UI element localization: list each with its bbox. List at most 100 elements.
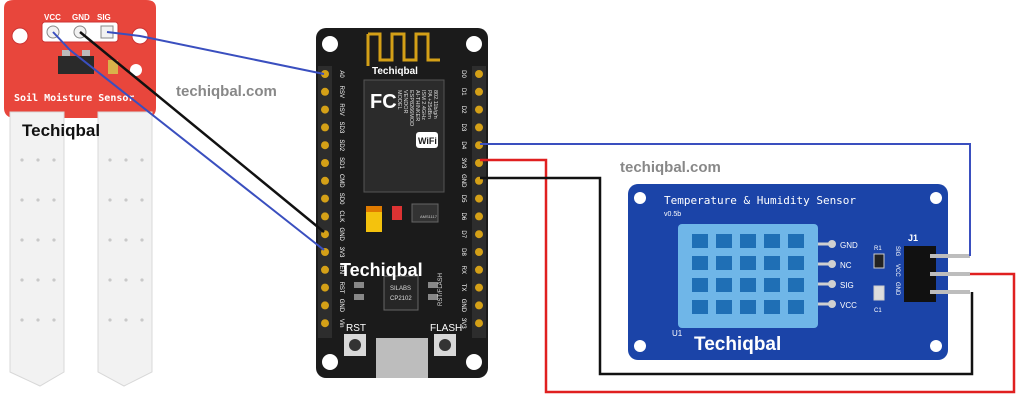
wire-soil-gnd-to-gnd (79, 31, 325, 233)
dht-module (628, 184, 970, 360)
grille-slot (716, 300, 732, 314)
dht-module-title: Temperature & Humidity Sensor (664, 194, 856, 207)
dht-version: v0.5b (664, 211, 681, 218)
dht-pin-vcc: VCC (840, 301, 857, 310)
header-pin (321, 105, 329, 114)
header-pin (475, 141, 483, 150)
pin-label-sd3: SD3 (338, 122, 344, 134)
grille-slot (692, 278, 708, 292)
header-pin (321, 123, 329, 132)
header-pin (475, 194, 483, 203)
grille-slot (740, 256, 756, 270)
grille-slot (740, 234, 756, 248)
grille-slot (788, 256, 804, 270)
wire-soil-vcc-to-3v3 (52, 31, 325, 251)
header-pin (321, 319, 329, 328)
pin-label-d5: D5 (460, 195, 466, 203)
header-pin (321, 301, 329, 310)
header-pin (321, 283, 329, 292)
soil-sensor-title: Soil Moisture Sensor (14, 92, 134, 104)
wire-d4-to-dht-sig (480, 143, 971, 256)
pin-label-gnd: GND (338, 299, 344, 313)
header-pin (475, 283, 483, 292)
chip-label-line-2: CP2102 (390, 296, 412, 302)
header-pin (321, 176, 329, 185)
pin-label-3v3: 3V3 (460, 158, 466, 169)
grille-slot (788, 278, 804, 292)
pin-label-d4: D4 (460, 141, 466, 149)
header-pin (475, 70, 483, 78)
wifi-logo-badge (416, 132, 438, 148)
pin-label-d6: D6 (460, 213, 466, 221)
soil-sensor-brand: Techiqbal (22, 121, 100, 140)
pin-label-rsv: RSV (338, 86, 344, 98)
header-pin (321, 194, 329, 203)
pin-label-en: EN (338, 266, 344, 274)
chip-label-line-1: SILABS (390, 286, 411, 292)
rst-button-label: RST (346, 323, 366, 334)
header-pin (321, 159, 329, 167)
pin-label-rsv: RSV (338, 103, 344, 115)
pin-label-tx: TX (460, 284, 466, 292)
dht-sensor-grille (692, 234, 804, 314)
grille-slot (764, 256, 780, 270)
dht-c1-label: C1 (874, 308, 882, 314)
header-pin (321, 265, 329, 274)
pin-label-d1: D1 (460, 88, 466, 96)
header-pin (475, 319, 483, 328)
pin-label-gnd: GND (460, 299, 466, 313)
pin-label-d8: D8 (460, 248, 466, 256)
pin-label-3v3: 3V3 (460, 318, 466, 329)
dht-u1-label: U1 (672, 329, 683, 338)
soil-moisture-sensor (4, 0, 156, 387)
pin-label-gnd: GND (338, 228, 344, 242)
nodemcu-brand-mid: Techiqbal (340, 260, 423, 280)
module-line: 802.11b/g/n (432, 90, 438, 119)
dht-pin-nc: NC (840, 261, 852, 270)
module-line: AI-THINKER (414, 90, 420, 121)
grille-slot (740, 300, 756, 314)
grille-slot (692, 300, 708, 314)
header-pin (475, 123, 483, 132)
wire-soil-sig-to-a0 (106, 31, 325, 75)
watermark-2: techiqbal.com (620, 159, 721, 176)
pin-label-clk: CLK (338, 211, 344, 223)
dht-header-sig: SIG (894, 246, 900, 257)
grille-slot (716, 278, 732, 292)
grille-slot (764, 234, 780, 248)
side-label: RST/FLASH (438, 273, 444, 306)
header-pin (475, 230, 483, 239)
module-line: PA +25dBm (426, 90, 432, 119)
regulator-label: AMS1117 (420, 214, 438, 219)
grille-slot (716, 256, 732, 270)
header-pin (321, 212, 329, 221)
dht-pin-sig: SIG (840, 281, 854, 290)
header-pin (475, 105, 483, 114)
pin-label-d2: D2 (460, 106, 466, 114)
pin-label-rx: RX (460, 266, 466, 274)
grille-slot (692, 256, 708, 270)
pin-label-gnd: GND (460, 174, 466, 188)
grille-slot (764, 300, 780, 314)
pin-label-cmd: CMD (338, 174, 344, 188)
soil-pin-vcc: VCC (44, 13, 61, 22)
fcc-logo: FC (370, 91, 397, 113)
header-pin (321, 141, 329, 150)
header-pin (475, 212, 483, 221)
wire-gnd-to-dht-gnd (480, 176, 974, 376)
pin-label-sd0: SD0 (338, 193, 344, 205)
wifi-logo: WiFi (418, 136, 437, 146)
grille-slot (716, 234, 732, 248)
module-line: ISM 2.4GHz (420, 90, 426, 120)
nodemcu-brand-top: Techiqbal (372, 66, 418, 77)
flash-button-label: FLASH (430, 323, 462, 334)
pin-label-d7: D7 (460, 230, 466, 238)
header-pin (475, 265, 483, 274)
module-line: MODEL (396, 90, 402, 110)
dht-pin-gnd: GND (840, 241, 858, 250)
pin-label-vin: Vin (338, 319, 344, 328)
pin-label-d3: D3 (460, 124, 466, 132)
pin-label-sd2: SD2 (338, 139, 344, 151)
dht-module-brand: Techiqbal (694, 334, 781, 355)
